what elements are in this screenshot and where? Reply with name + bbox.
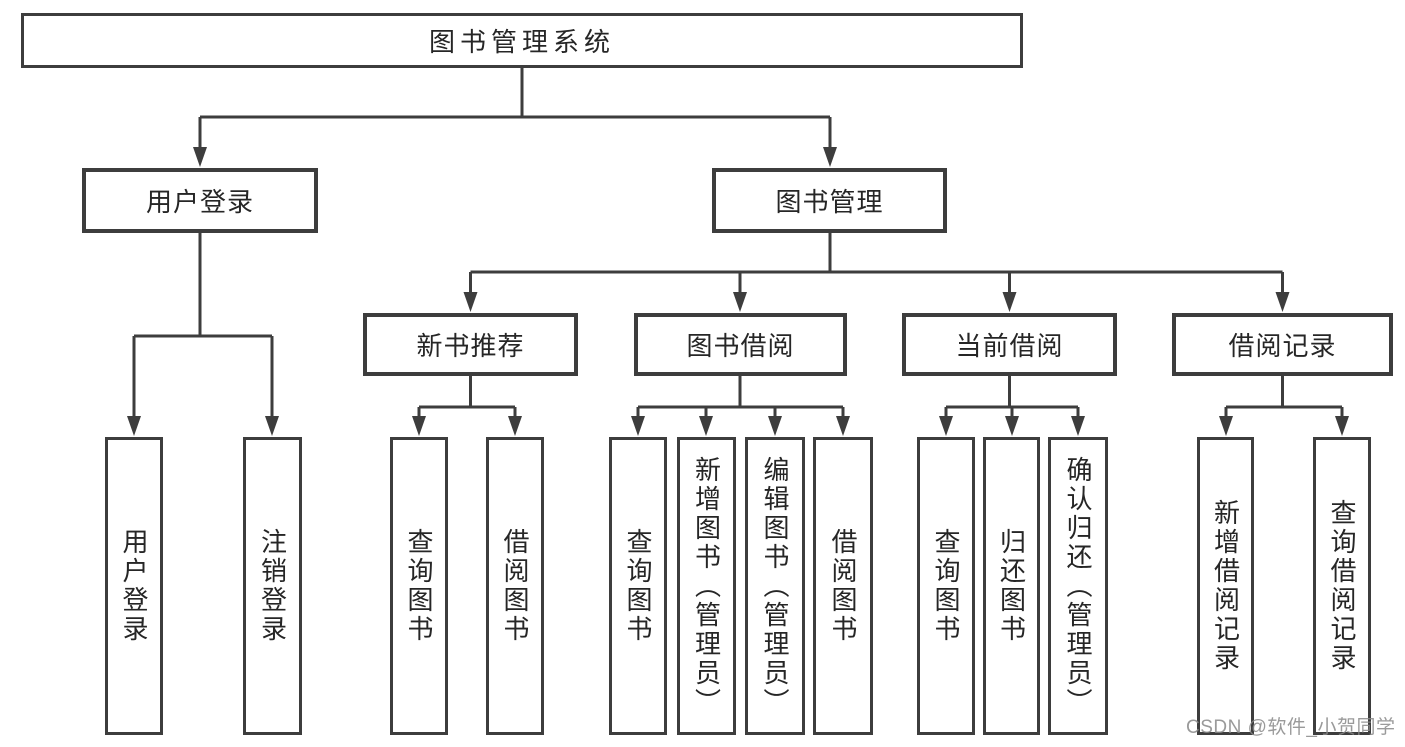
leaf-current-return-books-label: 归还图书 — [996, 528, 1027, 644]
leaf-current-query-books: 查询图书 — [917, 437, 975, 735]
leaf-borrow-edit-books-admin-label: 编辑图书（管理员） — [760, 455, 790, 717]
arrowhead — [463, 292, 478, 312]
node-current-borrow-label: 当前借阅 — [955, 331, 1064, 361]
leaf-logout-login: 注销登录 — [243, 437, 302, 735]
leaf-borrow-borrow-books-label: 借阅图书 — [828, 528, 858, 644]
node-root-label: 图书管理系统 — [428, 27, 615, 57]
leaf-borrow-query-books-label: 查询图书 — [623, 528, 653, 644]
node-book-borrow-label: 图书借阅 — [686, 331, 795, 361]
leaf-recommend-borrow-books-label: 借阅图书 — [500, 528, 530, 644]
arrowhead — [127, 416, 141, 436]
connector-new-book-to-leaves — [417, 376, 517, 417]
leaf-current-return-books: 归还图书 — [983, 437, 1040, 735]
csdn-watermark: CSDN @软件_小贺同学 — [1186, 717, 1396, 738]
leaf-current-confirm-return-admin-label: 确认归还（管理员） — [1063, 455, 1093, 717]
arrowhead — [823, 147, 837, 167]
arrowhead — [193, 147, 207, 167]
leaf-recommend-query-books-label: 查询图书 — [404, 528, 434, 644]
arrowhead — [412, 416, 426, 436]
arrowhead — [265, 416, 279, 436]
arrowhead — [508, 416, 522, 436]
leaf-borrow-add-books-admin-label: 新增图书（管理员） — [691, 455, 722, 717]
node-root: 图书管理系统 — [21, 13, 1023, 68]
arrowhead — [939, 416, 953, 436]
connector-current-borrow-to-leaves — [944, 376, 1080, 417]
connector-book-mgmt-to-level3 — [469, 233, 1284, 293]
arrowhead — [836, 416, 850, 436]
node-user-login: 用户登录 — [82, 168, 318, 233]
node-borrow-record: 借阅记录 — [1172, 313, 1393, 376]
node-current-borrow: 当前借阅 — [902, 313, 1117, 376]
leaf-user-login: 用户登录 — [105, 437, 163, 735]
arrowhead — [1335, 416, 1349, 436]
node-new-book-recommend-label: 新书推荐 — [416, 331, 525, 361]
leaf-record-add-record: 新增借阅记录 — [1197, 437, 1254, 735]
node-book-management: 图书管理 — [712, 168, 947, 233]
leaf-user-login-label: 用户登录 — [119, 528, 149, 644]
node-new-book-recommend: 新书推荐 — [363, 313, 578, 376]
tree-connectors — [132, 68, 1344, 417]
connector-book-borrow-to-leaves — [636, 376, 845, 417]
leaf-logout-login-label: 注销登录 — [257, 528, 288, 644]
leaf-recommend-query-books: 查询图书 — [390, 437, 448, 735]
leaf-borrow-edit-books-admin: 编辑图书（管理员） — [745, 437, 805, 735]
leaf-record-query-record: 查询借阅记录 — [1313, 437, 1371, 735]
arrowhead — [631, 416, 645, 436]
node-book-management-label: 图书管理 — [775, 187, 884, 217]
arrowhead — [1219, 416, 1233, 436]
node-borrow-record-label: 借阅记录 — [1228, 331, 1337, 361]
arrowhead — [1275, 292, 1290, 312]
arrowhead — [768, 416, 782, 436]
leaf-record-add-record-label: 新增借阅记录 — [1210, 499, 1241, 673]
arrowheads — [127, 147, 1349, 436]
arrowhead — [699, 416, 713, 436]
connector-root-to-level2 — [198, 68, 832, 148]
leaf-borrow-query-books: 查询图书 — [609, 437, 667, 735]
node-user-login-label: 用户登录 — [145, 187, 254, 217]
node-book-borrow: 图书借阅 — [634, 313, 847, 376]
leaf-recommend-borrow-books: 借阅图书 — [486, 437, 544, 735]
connector-borrow-record-to-leaves — [1224, 376, 1344, 417]
arrowhead — [1002, 292, 1017, 312]
connector-user-login-to-leaves — [132, 233, 274, 417]
leaf-borrow-add-books-admin: 新增图书（管理员） — [677, 437, 736, 735]
arrowhead — [1005, 416, 1019, 436]
leaf-current-confirm-return-admin: 确认归还（管理员） — [1048, 437, 1108, 735]
arrowhead — [733, 292, 747, 312]
leaf-current-query-books-label: 查询图书 — [931, 528, 961, 644]
leaf-borrow-borrow-books: 借阅图书 — [813, 437, 873, 735]
leaf-record-query-record-label: 查询借阅记录 — [1327, 499, 1357, 673]
arrowhead — [1071, 416, 1085, 436]
